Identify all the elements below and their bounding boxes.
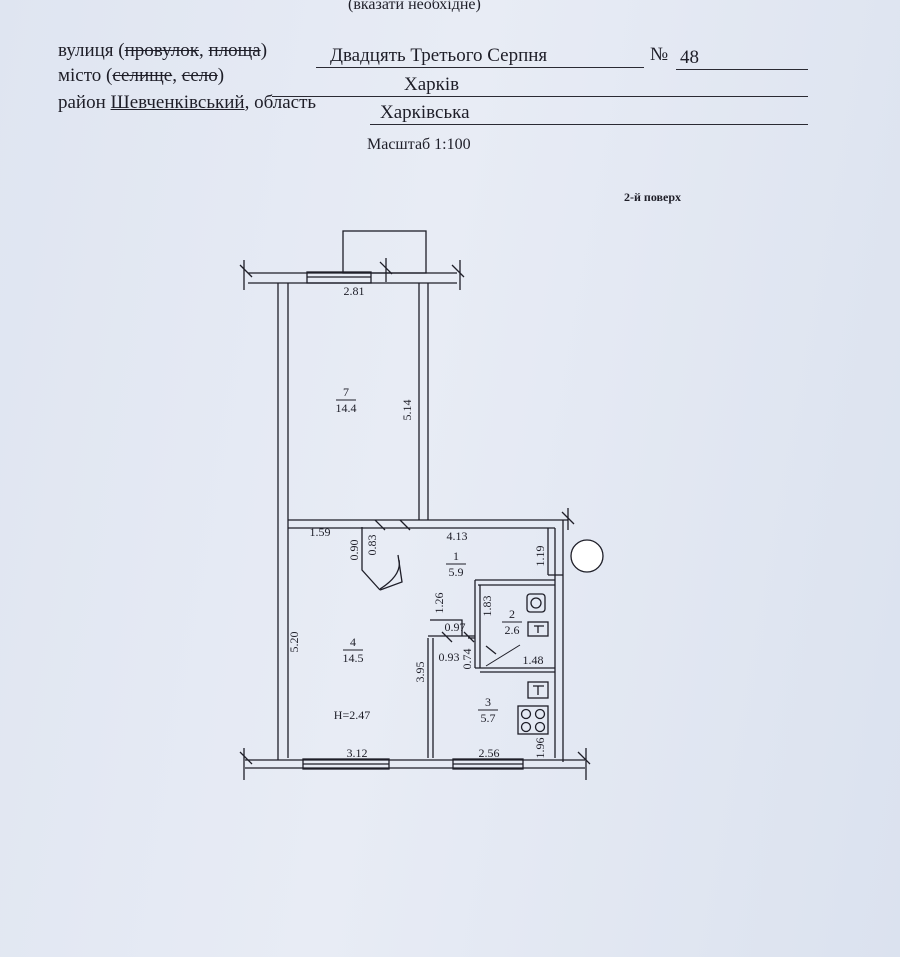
city-label: місто (селище, село) (58, 65, 225, 86)
dim-3-95: 3.95 (413, 662, 427, 683)
street-field: Двадцять Третього Серпня (316, 45, 644, 68)
dim-0-90: 0.90 (347, 540, 361, 561)
room-7-area: 14.4 (336, 401, 357, 415)
dim-0-93: 0.93 (439, 650, 460, 664)
room-1-number: 1 (453, 549, 459, 563)
room-3-area: 5.7 (481, 711, 496, 725)
room-2-area: 2.6 (505, 623, 520, 637)
room-2-number: 2 (509, 607, 515, 621)
city-field: Харків (272, 74, 808, 97)
scale-label: Масштаб 1:100 (367, 136, 471, 153)
entrance-marker (570, 539, 604, 573)
kitchen-sink-icon (527, 681, 549, 699)
dim-0-97: 0.97 (445, 620, 466, 634)
dim-3-12: 3.12 (347, 746, 368, 760)
dim-4-13: 4.13 (447, 529, 468, 543)
ceiling-height: H=2.47 (334, 708, 370, 722)
room-7-number: 7 (343, 385, 349, 399)
region-field: Харківська (370, 102, 808, 125)
walls (245, 272, 585, 769)
room-1-area: 5.9 (449, 565, 464, 579)
dim-1-59: 1.59 (310, 525, 331, 539)
floor-label: 2-й поверх (624, 190, 682, 204)
room-4-area: 14.5 (343, 651, 364, 665)
toilet-icon (526, 593, 546, 613)
street-label: вулиця (провулок, площа) (58, 40, 268, 61)
dim-1-96: 1.96 (533, 738, 547, 759)
sink-icon (527, 621, 549, 637)
dim-1-83: 1.83 (480, 596, 494, 617)
dim-5-20: 5.20 (287, 632, 301, 653)
dim-2-56: 2.56 (479, 746, 500, 760)
dim-2-81: 2.81 (344, 284, 365, 298)
district-label: район Шевченківський, область (58, 92, 317, 113)
header-note: (вказати необхідне) (348, 0, 481, 13)
dim-0-74: 0.74 (460, 649, 474, 670)
room-3-number: 3 (485, 695, 491, 709)
dim-1-26: 1.26 (432, 593, 446, 614)
room-4-number: 4 (350, 635, 356, 649)
dim-1-19: 1.19 (533, 546, 547, 567)
stove-icon (517, 705, 549, 735)
number-label: № (650, 44, 669, 65)
number-field: 48 (676, 47, 808, 70)
dim-5-14: 5.14 (400, 400, 414, 421)
dim-1-48: 1.48 (523, 653, 544, 667)
door-corridor (361, 527, 381, 591)
dim-0-83: 0.83 (365, 535, 379, 556)
